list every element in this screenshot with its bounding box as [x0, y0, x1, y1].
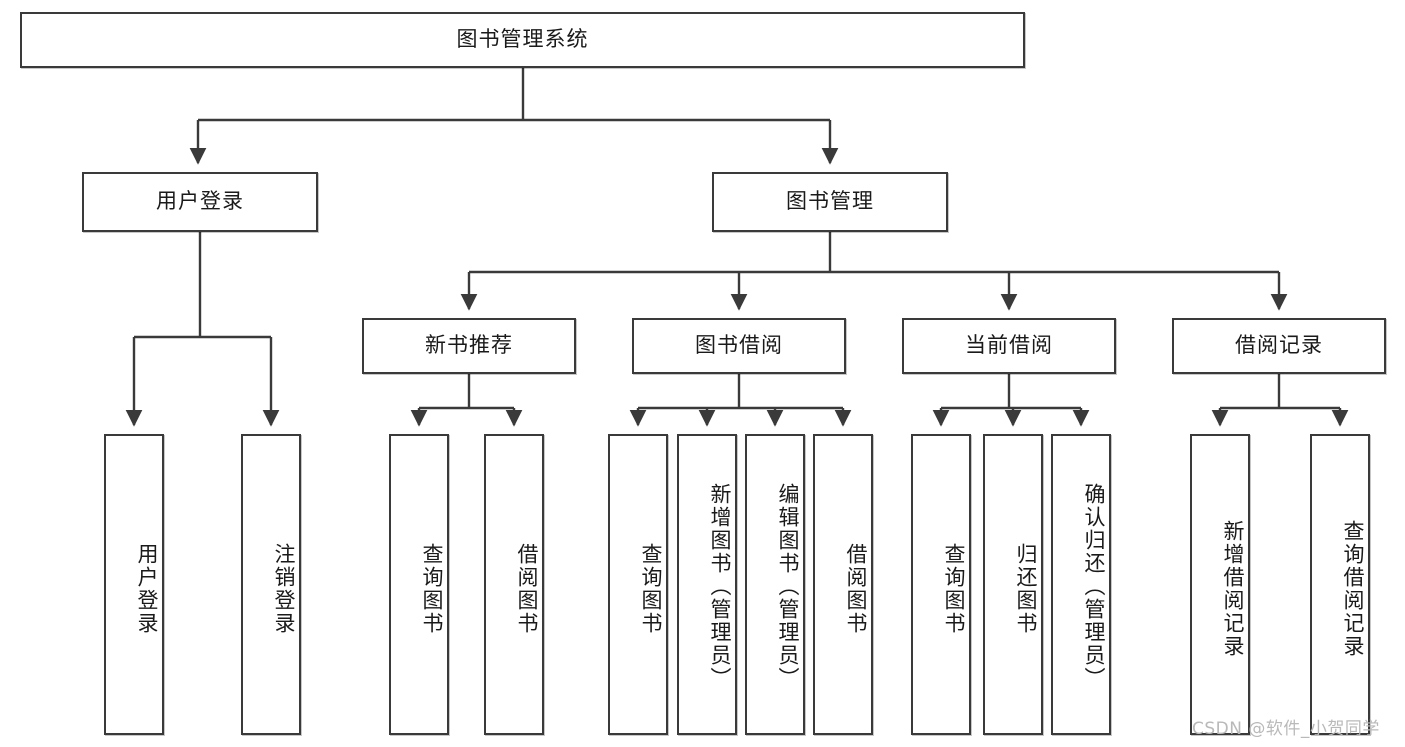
node-leaf-confirm-return-admin[interactable]: 确认归还（管理员）: [1051, 434, 1111, 735]
node-leaf-add-borrow-record[interactable]: 新增借阅记录: [1190, 434, 1250, 735]
node-leaf-user-login[interactable]: 用户登录: [104, 434, 164, 735]
node-label: 图书借阅: [695, 333, 783, 358]
node-leaf-user-logout[interactable]: 注销登录: [241, 434, 301, 735]
node-label: 图书管理系统: [456, 27, 589, 52]
node-label: 新增图书（管理员）: [708, 483, 732, 690]
node-label: 用户登录: [156, 189, 244, 214]
node-leaf-return-book[interactable]: 归还图书: [983, 434, 1043, 735]
node-label: 确认归还（管理员）: [1082, 483, 1106, 690]
node-label: 借阅记录: [1235, 333, 1323, 358]
node-label: 用户登录: [135, 542, 159, 635]
node-label: 新书推荐: [425, 333, 513, 358]
node-label: 编辑图书（管理员）: [776, 483, 800, 690]
node-leaf-query-book-borrow[interactable]: 查询图书: [608, 434, 668, 735]
node-label: 查询图书: [420, 542, 444, 635]
node-current-borrow[interactable]: 当前借阅: [902, 318, 1116, 374]
node-label: 图书管理: [786, 189, 874, 214]
node-new-book-recommend[interactable]: 新书推荐: [362, 318, 576, 374]
node-book-manage[interactable]: 图书管理: [712, 172, 948, 232]
node-label: 查询图书: [942, 542, 966, 635]
node-borrow-record[interactable]: 借阅记录: [1172, 318, 1386, 374]
node-label: 借阅图书: [844, 542, 868, 635]
node-label: 新增借阅记录: [1221, 519, 1245, 658]
node-leaf-borrow-book[interactable]: 借阅图书: [813, 434, 873, 735]
node-leaf-query-book-new[interactable]: 查询图书: [389, 434, 449, 735]
node-label: 查询借阅记录: [1341, 519, 1365, 658]
node-book-borrow[interactable]: 图书借阅: [632, 318, 846, 374]
node-label: 查询图书: [639, 542, 663, 635]
node-leaf-query-book-current[interactable]: 查询图书: [911, 434, 971, 735]
node-label: 注销登录: [272, 542, 296, 635]
node-leaf-add-book-admin[interactable]: 新增图书（管理员）: [677, 434, 737, 735]
node-leaf-borrow-book-new[interactable]: 借阅图书: [484, 434, 544, 735]
node-label: 当前借阅: [965, 333, 1053, 358]
node-root-system[interactable]: 图书管理系统: [20, 12, 1025, 68]
node-leaf-query-borrow-record[interactable]: 查询借阅记录: [1310, 434, 1370, 735]
node-label: 借阅图书: [515, 542, 539, 635]
node-user-login[interactable]: 用户登录: [82, 172, 318, 232]
node-label: 归还图书: [1014, 542, 1038, 635]
node-leaf-edit-book-admin[interactable]: 编辑图书（管理员）: [745, 434, 805, 735]
watermark-text: CSDN @软件_小贺同学: [1192, 719, 1380, 739]
